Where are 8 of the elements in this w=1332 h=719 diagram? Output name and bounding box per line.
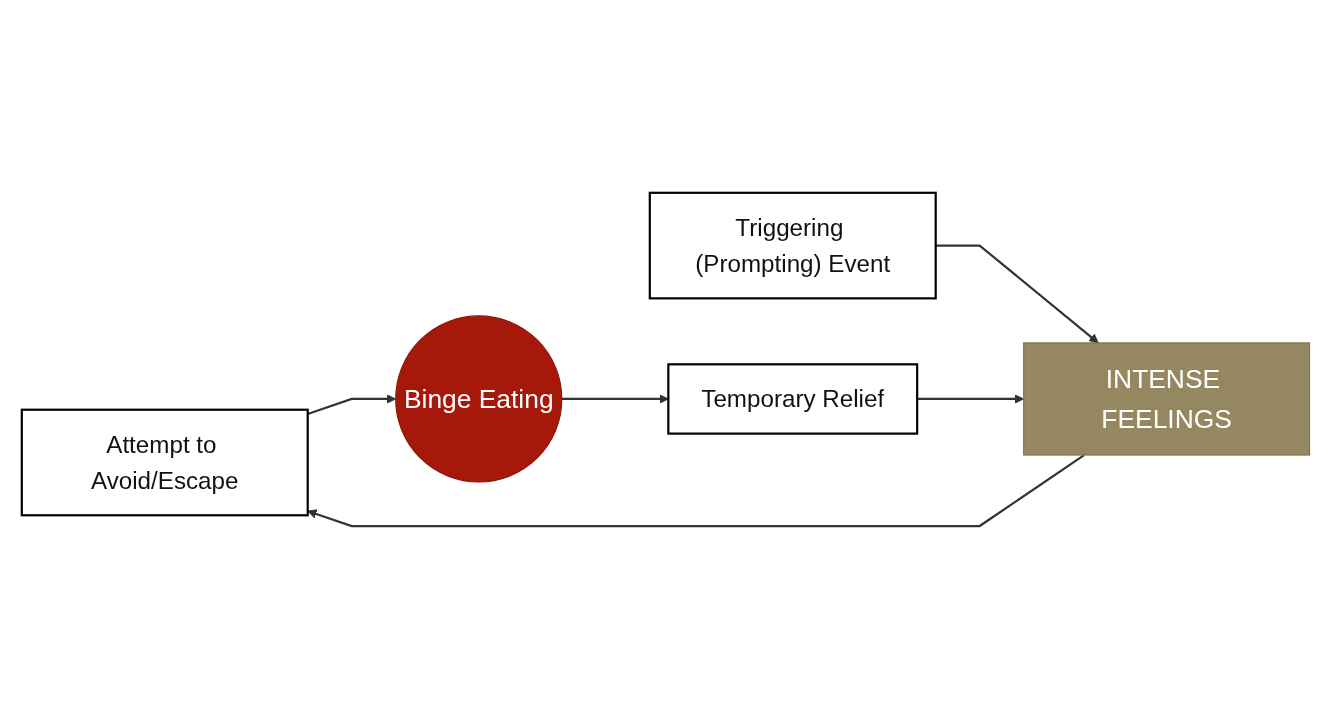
node-box: INTENSE FEELINGS	[1023, 342, 1311, 456]
node-box: Temporary Relief	[667, 363, 919, 435]
arrow	[936, 244, 1099, 344]
node-circle: Binge Eating	[395, 315, 563, 483]
node-box: Triggering (Prompting) Event	[649, 191, 938, 300]
arrow	[307, 394, 397, 416]
node-box: Attempt to Avoid/Escape	[21, 408, 310, 517]
arrow	[307, 454, 1086, 528]
